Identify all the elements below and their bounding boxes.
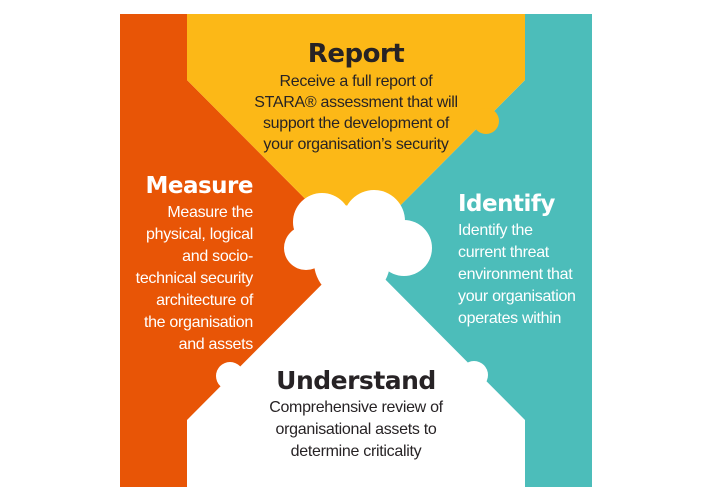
measure-connector-notch-circle <box>216 362 244 390</box>
identify-blade-shape <box>356 14 592 487</box>
measure-blade-shape <box>120 14 356 487</box>
center-cloud-shape <box>284 190 432 300</box>
identify-connector-notch-circle <box>460 361 488 389</box>
report-blade-shape <box>187 14 525 250</box>
report-connector-tab-circle <box>473 108 499 134</box>
